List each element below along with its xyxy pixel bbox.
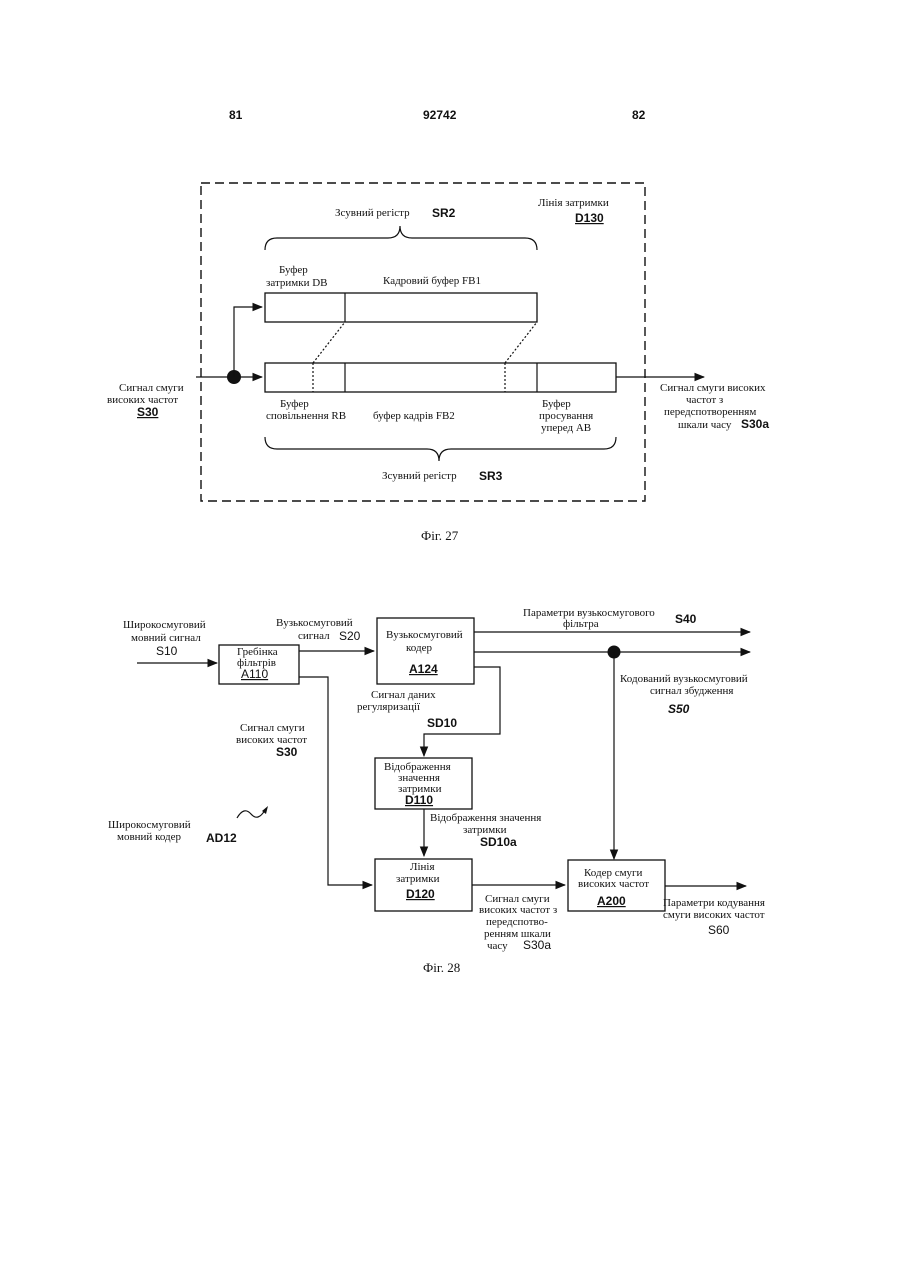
- a110-code: A110: [241, 667, 268, 681]
- d120-line1: Лінія: [410, 861, 435, 873]
- sd10a-code: SD10a: [480, 835, 517, 849]
- fb1-label: Кадровий буфер FB1: [383, 275, 481, 287]
- sr2-register: [265, 293, 537, 322]
- s30a-line3: передспотво-: [486, 916, 548, 928]
- output-label-line2: частот з: [686, 394, 723, 406]
- wb-input-code: S10: [156, 644, 178, 658]
- ab-label-line3: уперед AB: [541, 422, 591, 434]
- mapping-dotted-left: [313, 322, 345, 363]
- ad12-code: AD12: [206, 831, 237, 845]
- s40-code: S40: [675, 612, 697, 626]
- output-code: S30a: [741, 417, 769, 431]
- s50-line2: сигнал збудження: [650, 685, 733, 697]
- delay-line-boundary: [201, 183, 645, 501]
- sr2-code: SR2: [432, 206, 456, 220]
- page-number-left: 81: [229, 108, 243, 122]
- a124-line1: Вузькосмуговий: [386, 629, 463, 641]
- d110-code: D110: [405, 793, 433, 807]
- sd10-code: SD10: [427, 716, 457, 730]
- input-code: S30: [137, 405, 159, 419]
- delay-line-code: D130: [575, 211, 604, 225]
- output-label-line1: Сигнал смуги високих: [660, 382, 766, 394]
- a124-line2: кодер: [406, 642, 432, 654]
- sr3-code: SR3: [479, 469, 503, 483]
- db-label-line2: затримки DB: [266, 277, 328, 289]
- mapping-dotted-right: [505, 322, 537, 363]
- s60-line2: смуги високих частот: [663, 909, 765, 921]
- rb-label-line1: Буфер: [280, 398, 309, 410]
- a200-line2: високих частот: [578, 878, 649, 890]
- branch-to-sr2: [234, 307, 262, 377]
- sd10a-line1: Відображення значення: [430, 812, 541, 824]
- ad12-squiggle: [237, 810, 265, 818]
- a200-code: A200: [597, 894, 626, 908]
- rb-label-line2: сповільнення RB: [266, 410, 346, 422]
- s50-line1: Кодований вузькосмуговий: [620, 673, 748, 685]
- sr3-register: [265, 363, 616, 392]
- s60-line1: Параметри кодування: [663, 897, 765, 909]
- nb-signal-line2: сигнал: [298, 630, 330, 642]
- delay-line-label: Лінія затримки: [538, 197, 609, 209]
- s60-code: S60: [708, 923, 730, 937]
- output-label-line4: шкали часу: [678, 419, 732, 431]
- sr3-brace: [265, 437, 616, 461]
- ad12-line2: мовний кодер: [117, 831, 182, 843]
- sd10-line2: регуляризації: [357, 701, 421, 713]
- s50-code: S50: [668, 702, 690, 716]
- s30-code: S30: [276, 745, 298, 759]
- page-number-right: 82: [632, 108, 646, 122]
- s30a-line2: високих частот з: [479, 904, 557, 916]
- s40-line2: фільтра: [563, 618, 599, 630]
- db-label-line1: Буфер: [279, 264, 308, 276]
- sr3-label: Зсувний регістр: [382, 470, 457, 482]
- document-number: 92742: [423, 108, 457, 122]
- figure-28: Широкосмуговий мовний сигнал S10 Гребінк…: [108, 607, 765, 975]
- s30a-line5: часу: [487, 940, 508, 952]
- fb2-label: буфер кадрів FB2: [373, 410, 455, 422]
- ab-label-line1: Буфер: [542, 398, 571, 410]
- figure-28-caption: Фіг. 28: [423, 960, 460, 975]
- sr2-brace: [265, 226, 537, 250]
- wb-input-line2: мовний сигнал: [131, 632, 201, 644]
- nb-signal-line1: Вузькосмуговий: [276, 617, 353, 629]
- ad12-line1: Широкосмуговий: [108, 819, 191, 831]
- wb-input-line1: Широкосмуговий: [123, 619, 206, 631]
- ab-label-line2: просування: [539, 410, 593, 422]
- s30a-code: S30a: [523, 938, 551, 952]
- sr2-label: Зсувний регістр: [335, 207, 410, 219]
- figure-27-caption: Фіг. 27: [421, 528, 459, 543]
- nb-signal-code: S20: [339, 629, 361, 643]
- d120-code: D120: [406, 887, 435, 901]
- d120-line2: затримки: [396, 873, 440, 885]
- a124-code: A124: [409, 662, 438, 676]
- figure-27: Зсувний регістр SR2 Лінія затримки D130 …: [107, 183, 769, 543]
- input-label-line1: Сигнал смуги: [119, 382, 184, 394]
- s30-line1: Сигнал смуги: [240, 722, 305, 734]
- sd10-line1: Сигнал даних: [371, 689, 436, 701]
